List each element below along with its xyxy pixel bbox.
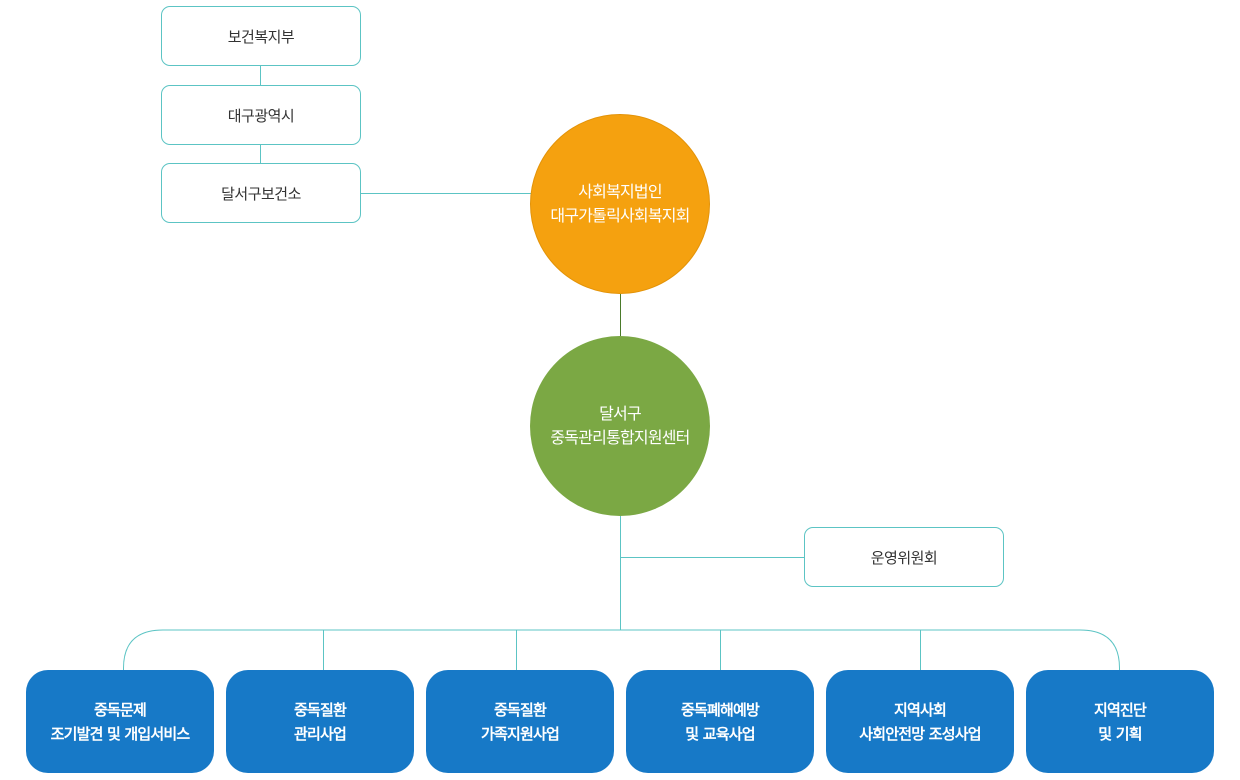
dept-line1: 중독질환 bbox=[293, 700, 347, 719]
dept-box: 중독질환 가족지원사업 bbox=[426, 670, 614, 773]
dept-line2: 및 교육사업 bbox=[685, 724, 755, 743]
corp-circle: 사회복지법인 대구가톨릭사회복지회 bbox=[530, 114, 710, 294]
gov-box-label: 보건복지부 bbox=[227, 27, 295, 46]
center-line1: 달서구 bbox=[599, 404, 642, 423]
dept-line2: 가족지원사업 bbox=[480, 724, 560, 743]
dept-line2: 조기발견 및 개입서비스 bbox=[50, 724, 191, 743]
gov-box-label: 달서구보건소 bbox=[221, 184, 301, 203]
dept-line1: 중독문제 bbox=[93, 700, 147, 719]
committee-label: 운영위원회 bbox=[870, 548, 938, 567]
gov-box-ministry: 보건복지부 bbox=[161, 6, 361, 66]
dept-box: 지역사회 사회안전망 조성사업 bbox=[826, 670, 1014, 773]
committee-box: 운영위원회 bbox=[804, 527, 1004, 587]
dept-box: 중독문제 조기발견 및 개입서비스 bbox=[26, 670, 214, 773]
gov-box-city: 대구광역시 bbox=[161, 85, 361, 145]
gov-box-health-center: 달서구보건소 bbox=[161, 163, 361, 223]
center-circle: 달서구 중독관리통합지원센터 bbox=[530, 336, 710, 516]
dept-line1: 중독질환 bbox=[493, 700, 547, 719]
connector-department-bus bbox=[123, 629, 1120, 670]
center-line2: 중독관리통합지원센터 bbox=[550, 428, 690, 447]
corp-line2: 대구가톨릭사회복지회 bbox=[550, 206, 690, 225]
dept-box: 중독질환 관리사업 bbox=[226, 670, 414, 773]
dept-line1: 지역사회 bbox=[893, 700, 947, 719]
dept-line2: 관리사업 bbox=[293, 724, 347, 743]
dept-line2: 및 기획 bbox=[1098, 724, 1142, 743]
corp-line1: 사회복지법인 bbox=[578, 182, 662, 201]
dept-box: 중독폐해예방 및 교육사업 bbox=[626, 670, 814, 773]
dept-line1: 중독폐해예방 bbox=[680, 700, 760, 719]
dept-line2: 사회안전망 조성사업 bbox=[859, 724, 981, 743]
dept-line1: 지역진단 bbox=[1093, 700, 1147, 719]
gov-box-label: 대구광역시 bbox=[227, 106, 295, 125]
dept-box: 지역진단 및 기획 bbox=[1026, 670, 1214, 773]
